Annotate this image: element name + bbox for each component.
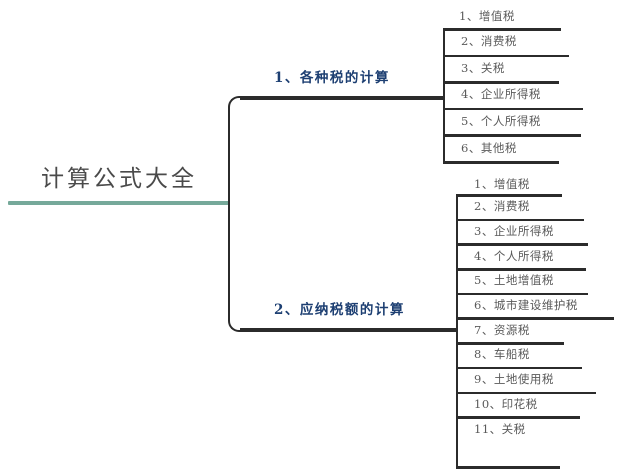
list-item[interactable]: 4、企业所得税 <box>445 81 583 108</box>
branch-1-leaf-list-close <box>443 161 559 164</box>
branch-1-stem <box>240 96 445 100</box>
list-item[interactable]: 6、其他税 <box>445 134 583 161</box>
leaf-label: 3、企业所得税 <box>474 224 554 239</box>
leaf-separator <box>458 391 596 394</box>
branch-1-label: 1、各种税的计算 <box>274 70 390 86</box>
leaf-label: 5、土地增值税 <box>474 273 554 288</box>
leaf-label: 8、车船税 <box>474 347 530 362</box>
branch-2-leaf-0-label: 1、增值税 <box>474 177 530 191</box>
leaf-separator <box>458 416 580 419</box>
branch-2-leaf-list: 2、消费税 3、企业所得税 4、个人所得税 5、土地增值税 6、城市建设维护税 … <box>456 194 614 466</box>
leaf-label: 4、企业所得税 <box>461 87 541 102</box>
list-item[interactable]: 5、个人所得税 <box>445 107 583 135</box>
list-item[interactable]: 2、消费税 <box>445 28 583 55</box>
branch-2-leaf-list-close <box>456 466 560 469</box>
list-item[interactable]: 6、城市建设维护税 <box>458 292 612 318</box>
leaf-separator <box>458 243 588 246</box>
leaf-label: 7、资源税 <box>474 322 530 337</box>
leaf-label: 2、消费税 <box>474 199 530 214</box>
leaf-separator <box>458 366 582 370</box>
list-item[interactable]: 4、个人所得税 <box>458 243 612 268</box>
leaf-separator <box>458 218 584 222</box>
trunk-connector <box>228 96 242 332</box>
leaf-label: 9、土地使用税 <box>474 372 554 387</box>
branch-2-label: 2、应纳税额的计算 <box>274 302 405 318</box>
root-title: 计算公式大全 <box>41 166 197 192</box>
leaf-separator <box>458 292 588 296</box>
leaf-separator <box>458 317 614 320</box>
leaf-separator <box>445 134 581 137</box>
branch-2-stem <box>240 328 458 332</box>
list-item[interactable]: 7、资源税 <box>458 317 614 342</box>
leaf-label: 3、关税 <box>461 60 505 75</box>
branch-1-leaf-0-label: 1、增值税 <box>459 9 515 23</box>
leaf-separator <box>458 268 586 271</box>
list-item[interactable]: 5、土地增值税 <box>458 268 612 293</box>
list-item[interactable]: 11、关税 <box>458 416 612 441</box>
list-item[interactable]: 3、企业所得税 <box>458 218 612 244</box>
leaf-label: 4、个人所得税 <box>474 248 554 263</box>
leaf-separator <box>458 194 562 197</box>
leaf-separator <box>445 81 559 84</box>
list-item[interactable]: 10、印花税 <box>458 391 612 417</box>
leaf-separator <box>445 107 583 111</box>
list-item[interactable]: 2、消费税 <box>458 194 612 219</box>
leaf-label: 6、其他税 <box>461 140 517 155</box>
list-item[interactable]: 3、关税 <box>445 54 583 82</box>
leaf-separator <box>445 28 561 31</box>
list-item[interactable]: 8、车船税 <box>458 342 612 367</box>
branch-1-leaf-list: 2、消费税 3、关税 4、企业所得税 5、个人所得税 6、其他税 <box>443 28 583 162</box>
leaf-label: 6、城市建设维护税 <box>474 298 578 313</box>
leaf-separator <box>445 54 569 58</box>
root-node[interactable]: 计算公式大全 <box>8 162 230 205</box>
list-item[interactable]: 9、土地使用税 <box>458 366 612 392</box>
leaf-label: 2、消费税 <box>461 34 517 49</box>
root-underline <box>8 201 230 205</box>
leaf-label: 5、个人所得税 <box>461 114 541 129</box>
leaf-separator <box>458 342 564 345</box>
leaf-label: 11、关税 <box>474 421 526 436</box>
leaf-label: 10、印花税 <box>474 396 538 411</box>
